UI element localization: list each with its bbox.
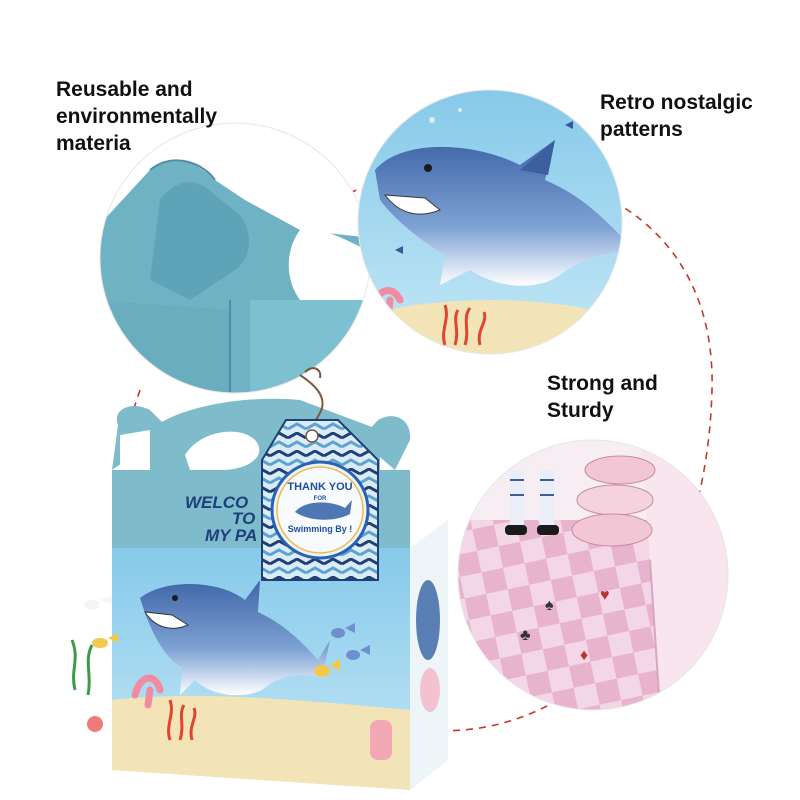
feature-label-sturdy: Strong and Sturdy (547, 372, 658, 422)
tag-swimming-by: Swimming By ! (288, 524, 353, 534)
box-greeting-line3: MY PA (205, 526, 257, 545)
box-greeting-line1: WELCO (185, 493, 248, 512)
svg-text:♥: ♥ (600, 587, 610, 604)
svg-text:♠: ♠ (545, 597, 554, 614)
tag-thank-you: THANK YOU (287, 481, 352, 493)
feature-label-retro: Retro nostalgic patterns (600, 91, 753, 141)
feature-label-reusable: Reusable and environmentally materia (56, 78, 218, 155)
detail-circle-sturdy: ♠ ♥ ♣ ♦ (457, 439, 729, 711)
svg-text:♦: ♦ (580, 647, 588, 664)
tag-for: FOR (314, 496, 327, 502)
svg-text:♣: ♣ (520, 627, 531, 644)
detail-circle-handle (99, 122, 371, 394)
treat-box: WELCO TO MY PA (70, 367, 448, 790)
box-greeting-line2: TO (232, 509, 255, 528)
